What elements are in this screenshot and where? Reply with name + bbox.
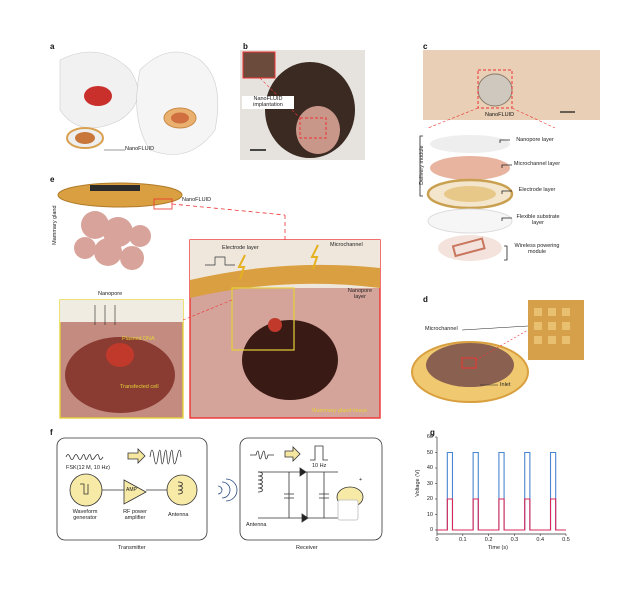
panel-label-e: e — [50, 175, 55, 184]
chart-axes — [436, 437, 566, 535]
panel-label-a: a — [50, 42, 55, 51]
label-nanofluid-c: NanoFLUID — [485, 112, 515, 118]
x-tick-label: 0.2 — [484, 537, 493, 543]
label-substrate-layer: Flexible substrate layer — [516, 214, 560, 227]
panel-label-b: b — [243, 42, 248, 51]
panel-label-d: d — [423, 295, 428, 304]
label-fsk: FSK(12 M, 10 Hz) — [66, 465, 111, 471]
label-plus: + — [359, 477, 363, 483]
label-amp: AMP — [126, 487, 137, 493]
y-tick-label: 50 — [426, 449, 433, 456]
label-nanofluid-e: NanoFLUID — [182, 197, 212, 203]
y-tick-label: 10 — [426, 511, 433, 518]
label-10hz: 10 Hz — [312, 463, 327, 469]
label-electrode: Electrode layer — [222, 245, 259, 251]
label-wireless-module: Wireless powering module — [514, 243, 560, 256]
panel-e-illustration — [57, 182, 381, 419]
panel-label-g: g — [430, 428, 435, 437]
label-nanofluid-a: NanoFLUID — [125, 146, 155, 152]
label-inlet: Inlet — [500, 382, 511, 388]
y-tick-label: 60 — [426, 434, 433, 440]
y-tick-label: 30 — [426, 480, 433, 487]
label-transfected-cell: Transfected cell — [120, 384, 159, 390]
label-plasmid: Plasmid DNA — [122, 336, 155, 342]
x-tick-label: 0.1 — [458, 537, 467, 543]
label-electrode-layer: Electrode layer — [518, 187, 556, 193]
label-microchannel-layer: Microchannel layer — [513, 161, 561, 167]
panel-a-illustration — [59, 51, 219, 155]
x-tick-label: 0.4 — [536, 537, 545, 543]
panel-c-photo — [423, 50, 600, 129]
label-waveform-generator: Waveform generator — [72, 509, 98, 522]
voltage-chart — [435, 436, 567, 536]
series-line-blue — [437, 451, 566, 531]
y-tick-label: 20 — [426, 496, 433, 502]
label-delivery-module: Delivery module — [418, 145, 425, 185]
panel-d-illustration — [411, 300, 584, 403]
label-mammary-gland: Mammary gland — [51, 205, 58, 245]
panel-label-f: f — [50, 428, 53, 437]
y-tick-label: 40 — [426, 465, 433, 471]
label-implantation: NanoFLUID implantation — [242, 96, 294, 109]
chart-ylabel: Voltage (V) — [414, 469, 421, 497]
label-rf-amplifier: RF power amplifier — [123, 509, 147, 522]
x-tick-label: 0.5 — [562, 537, 570, 543]
label-nanopore-layer-e: Nanopore layer — [347, 288, 373, 301]
series-line-red — [437, 498, 566, 531]
panel-f-diagram — [56, 437, 383, 541]
chart-xlabel: Time (s) — [488, 545, 508, 551]
panel-c-exploded-layers — [419, 135, 514, 261]
y-tick-label: 0 — [429, 527, 433, 533]
x-tick-label: 0.3 — [510, 537, 519, 543]
x-tick-label: 0 — [435, 537, 439, 543]
label-microchannel-e: Microchannel — [330, 242, 363, 248]
label-microchannel-d: Microchannel — [425, 326, 458, 332]
label-antenna-tx: Antenna — [168, 512, 189, 518]
panel-label-c: c — [423, 42, 428, 51]
label-receiver: Receiver — [296, 545, 318, 551]
label-nanopore-layer: Nanopore layer — [516, 137, 554, 143]
label-nanopore: Nanopore — [98, 291, 123, 297]
label-antenna-rx: Antenna — [246, 522, 267, 528]
label-tissue: Mammary gland tissue — [312, 408, 368, 414]
label-transmitter: Transmitter — [118, 545, 146, 551]
panel-b-photo — [240, 50, 365, 160]
